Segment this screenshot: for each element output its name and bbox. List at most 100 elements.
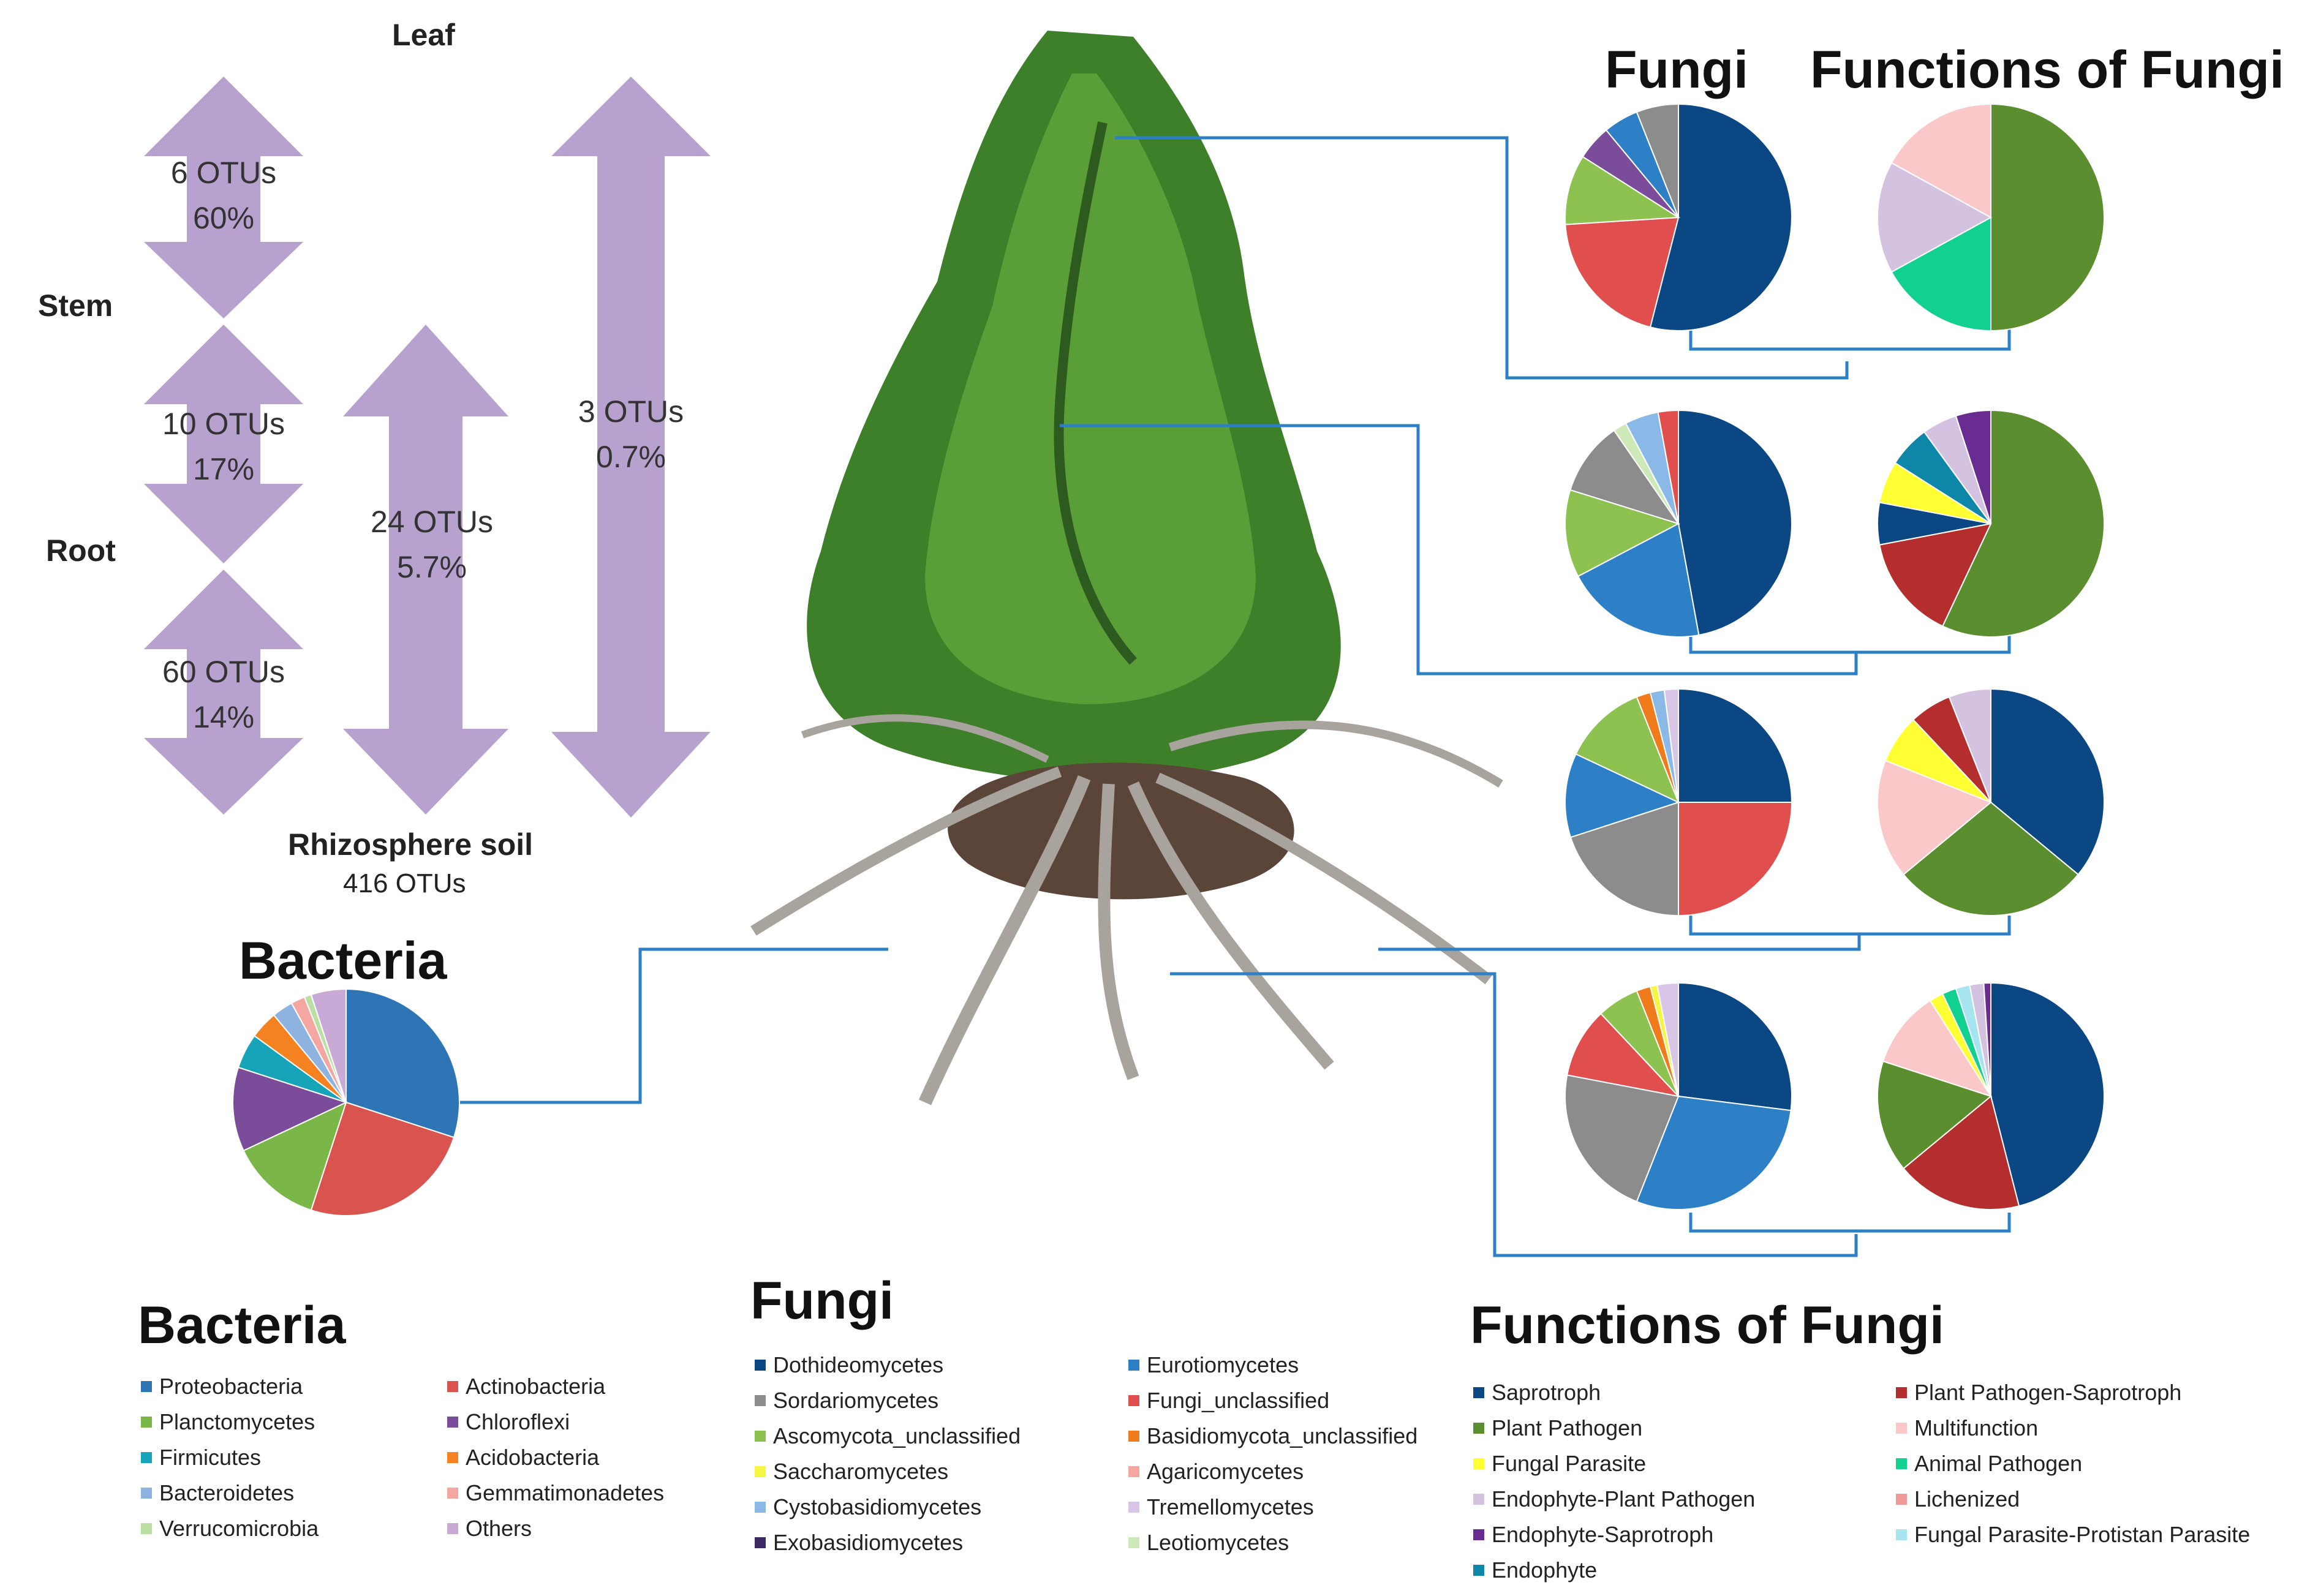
pie-slice	[1879, 522, 1992, 627]
legend-swatch	[447, 1488, 458, 1499]
legend-label: Lichenized	[1914, 1486, 2020, 1511]
arrow-2-pct: 17%	[192, 452, 255, 486]
arrow-5-text: 3 OTUs 0.7%	[548, 389, 714, 480]
pie-slice	[1890, 216, 1991, 332]
arrow-leaf-stem	[144, 77, 303, 318]
header-bacteria: Bacteria	[239, 932, 447, 990]
pie-6	[1565, 688, 1793, 917]
legend-item-functions: Plant Pathogen	[1473, 1410, 1878, 1446]
legend-label: Animal Pathogen	[1914, 1451, 2083, 1476]
pie-slice	[1569, 801, 1679, 917]
legend-swatch	[1128, 1466, 1139, 1477]
legend-swatch	[1896, 1423, 1907, 1434]
arrow-2-otus: 10 OTUs	[162, 407, 285, 441]
bracket-leaf	[1689, 328, 2011, 351]
legend-label: Verrucomicrobia	[159, 1516, 319, 1541]
legend-item-bacteria: Proteobacteria	[141, 1369, 429, 1404]
pie-slice	[1877, 1060, 1993, 1170]
connector-bacteria	[450, 947, 888, 1104]
legend-label: Exobasidiomycetes	[773, 1530, 964, 1555]
connector-stem	[1060, 424, 1858, 676]
rhizosphere-otus: 416 OTUs	[343, 868, 466, 898]
legend-swatch	[755, 1360, 766, 1371]
legend-item-fungi: Exobasidiomycetes	[755, 1525, 1110, 1560]
arrow-4-text: 24 OTUs 5.7%	[349, 499, 515, 590]
label-rhizosphere: Rhizosphere soil	[288, 827, 534, 862]
legend-swatch	[1896, 1387, 1907, 1398]
arrow-2-text: 10 OTUs 17%	[141, 401, 306, 492]
connector-root	[1378, 934, 1861, 951]
legend-label: Planctomycetes	[159, 1409, 315, 1434]
legend-swatch	[447, 1452, 458, 1463]
legend-item-fungi: Ascomycota_unclassified	[755, 1418, 1110, 1454]
legend-item-functions: Saprotroph	[1473, 1375, 1878, 1410]
legend-swatch	[1128, 1360, 1139, 1371]
pie-2	[1564, 103, 1792, 331]
legend-item-fungi: Agaricomycetes	[1128, 1454, 1471, 1489]
legend-label: Eurotiomycetes	[1147, 1352, 1299, 1377]
pie-slice	[232, 1066, 348, 1152]
legend-swatch	[1896, 1494, 1907, 1505]
legend-label: Bacteroidetes	[159, 1480, 295, 1505]
pie-7	[1877, 688, 2105, 916]
pie-layer	[232, 103, 2105, 1216]
pie-slice	[1990, 688, 2105, 876]
legend-item-functions: Endophyte-Saprotroph	[1473, 1517, 1878, 1553]
legend-functions-title: Functions of Fungi	[1470, 1296, 1944, 1355]
legend-label: Tremellomycetes	[1147, 1494, 1314, 1519]
legend-item-bacteria: Acidobacteria	[447, 1440, 735, 1475]
legend-swatch	[755, 1537, 766, 1548]
legend-label: Basidiomycota_unclassified	[1147, 1423, 1418, 1448]
pie-slice	[1663, 688, 1679, 803]
legend-swatch	[141, 1381, 152, 1392]
legend-item-functions: Multifunction	[1896, 1410, 2288, 1446]
pie-slice	[1678, 409, 1793, 636]
arrow-1-otus: 6 OTUs	[170, 156, 277, 190]
legend-item-fungi: Saccharomycetes	[755, 1454, 1110, 1489]
pie-slice	[1569, 429, 1680, 525]
pie-slice	[1903, 801, 2079, 916]
pie-slice	[1678, 802, 1793, 917]
pie-slice	[1990, 103, 2105, 332]
pie-8	[1565, 982, 1792, 1210]
pie-5	[1877, 409, 2105, 638]
arrow-3-text: 60 OTUs 14%	[141, 649, 306, 740]
legend-label: Ascomycota_unclassified	[773, 1423, 1021, 1448]
legend-item-fungi: Leotiomycetes	[1128, 1525, 1471, 1560]
legend-item-fungi: Sordariomycetes	[755, 1383, 1110, 1418]
legend-item-functions: Plant Pathogen-Saprotroph	[1896, 1375, 2288, 1410]
pie-slice	[1877, 759, 1992, 876]
legend-label: Actinobacteria	[466, 1374, 606, 1399]
legend-label: Chloroflexi	[466, 1409, 570, 1434]
legend-label: Proteobacteria	[159, 1374, 303, 1399]
legend-swatch	[1896, 1529, 1907, 1540]
pie-slice	[1941, 409, 2105, 638]
legend-fungi-title: Fungi	[750, 1271, 894, 1330]
arrow-1-pct: 60%	[192, 201, 255, 235]
legend-label: Dothideomycetes	[773, 1352, 944, 1377]
connector-soil	[1170, 972, 1858, 1257]
pie-4	[1565, 409, 1793, 638]
arrow-root-soil	[144, 570, 303, 815]
arrow-3-pct: 14%	[192, 700, 255, 734]
arrow-1-text: 6 OTUs 60%	[141, 150, 306, 241]
legend-swatch	[1128, 1502, 1139, 1513]
pie-slice	[243, 1101, 347, 1211]
legend-label: Saccharomycetes	[773, 1459, 949, 1484]
legend-label: Plant Pathogen-Saprotroph	[1914, 1380, 2182, 1405]
legend-swatch	[1473, 1458, 1484, 1469]
arrow-5-otus: 3 OTUs	[578, 394, 684, 429]
legend-swatch	[141, 1488, 152, 1499]
legend-item-functions: Fungal Parasite	[1473, 1446, 1878, 1481]
bracket-soil	[1689, 1213, 2011, 1233]
legend-swatch	[447, 1381, 458, 1392]
pie-slice	[1990, 982, 2105, 1207]
pie-slice	[1877, 162, 1993, 273]
header-functions: Functions of Fungi	[1810, 40, 2284, 99]
legend-label: Gemmatimonadetes	[466, 1480, 665, 1505]
pie-slice	[1565, 753, 1680, 838]
legend-swatch	[447, 1523, 458, 1534]
